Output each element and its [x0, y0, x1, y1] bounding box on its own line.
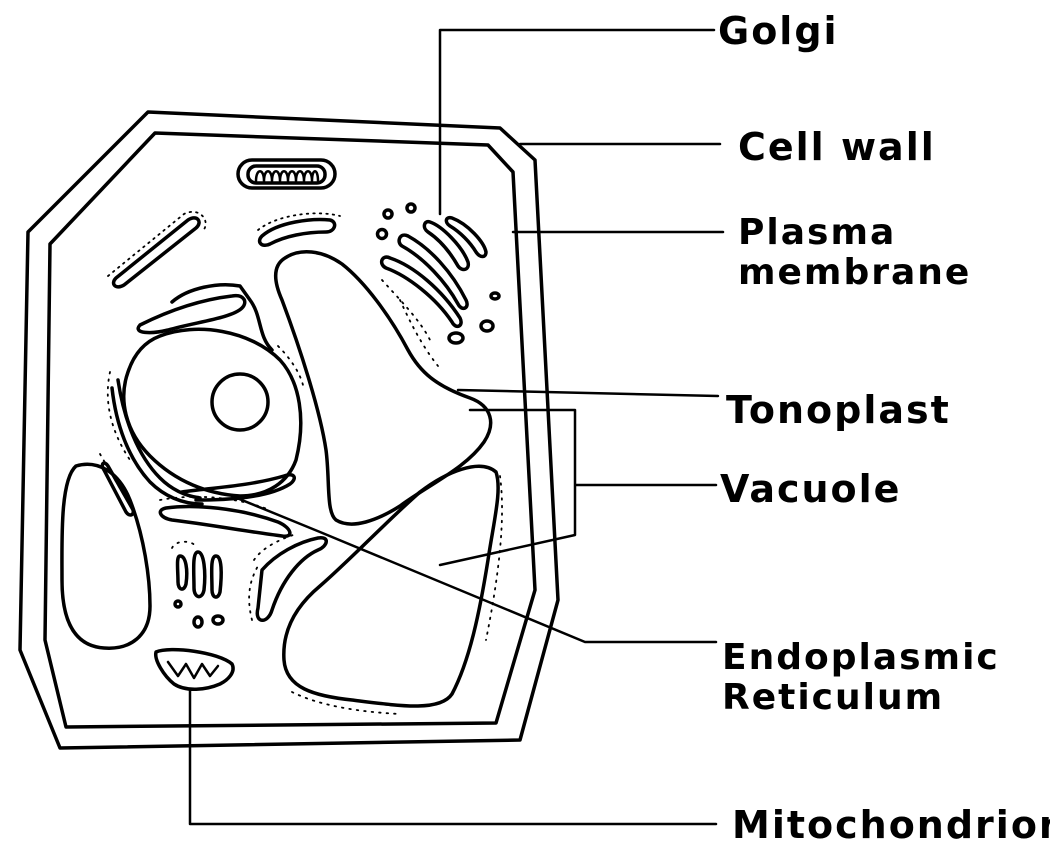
er-fragment-top-left	[108, 212, 206, 287]
golgi-apparatus	[378, 204, 500, 343]
label-er-line2: Reticulum	[722, 678, 1000, 718]
vacuole-central-dots	[400, 300, 438, 366]
er-fragment-top-middle	[258, 213, 340, 245]
label-plasma-membrane-line1: Plasma	[738, 213, 971, 253]
vacuole-left	[62, 464, 150, 648]
label-plasma-membrane-line2: membrane	[738, 253, 971, 293]
cell-wall-outline	[20, 112, 558, 748]
leader-er	[232, 496, 716, 642]
label-plasma-membrane: Plasma membrane	[738, 213, 971, 293]
leader-golgi	[440, 30, 714, 214]
label-tonoplast: Tonoplast	[726, 391, 951, 429]
label-endoplasmic-reticulum: Endoplasmic Reticulum	[722, 638, 1000, 718]
mitochondrion-bottom	[156, 650, 233, 690]
leader-vacuole	[440, 410, 716, 565]
vacuole-right-lower	[284, 466, 498, 706]
nucleolus	[212, 374, 268, 430]
label-er-line1: Endoplasmic	[722, 638, 1000, 678]
label-golgi: Golgi	[718, 12, 839, 50]
vacuole-central	[276, 252, 491, 524]
er-fragment-left	[100, 454, 136, 516]
mitochondrion-top	[238, 160, 335, 188]
lamellae-bottom-left	[172, 542, 223, 627]
leader-tonoplast	[458, 390, 718, 396]
leader-mitochondrion	[190, 690, 716, 824]
label-vacuole: Vacuole	[720, 470, 901, 508]
leader-lines	[190, 30, 723, 824]
label-mitochondrion: Mitochondrion	[732, 806, 1050, 844]
label-cell-wall: Cell wall	[738, 128, 936, 166]
